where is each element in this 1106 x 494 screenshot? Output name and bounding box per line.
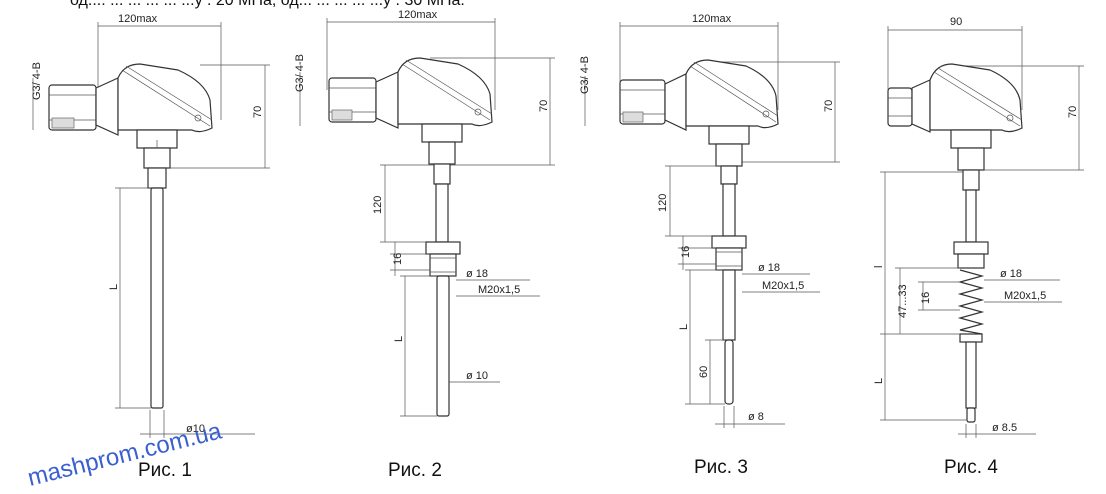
figure-2: 120max 70 G3/ 4-B 120 16 (294, 9, 555, 481)
figure-1: 120max 70 G3/ 4-B L ø10 Рис. 1 (31, 13, 270, 481)
fig1-probe-top (147, 167, 167, 189)
fig3-length-label: L (678, 324, 690, 330)
fig3-probe-tube (722, 269, 736, 341)
fig2-collar (428, 141, 456, 165)
fig3-tip-label: 60 (698, 366, 710, 378)
fig2-diameter-10: ø 10 (466, 370, 488, 382)
fig4-spring (957, 269, 985, 335)
fig4-nut-label: 16 (920, 292, 932, 304)
fig2-base (421, 123, 463, 143)
fig2-caption: Рис. 2 (388, 460, 442, 481)
fig3-probe-tip (724, 339, 734, 405)
fig3-nut-label: 16 (680, 246, 692, 258)
fig4-neck-tube (965, 189, 977, 243)
fig4-diameter-18: ø 18 (1000, 268, 1022, 280)
fig2-diameter-18: ø 18 (466, 268, 488, 280)
fig4-spring-label: 47...33 (897, 284, 909, 318)
fig1-housing (117, 63, 213, 133)
fig4-probe-tip (966, 407, 976, 423)
fig3-base (708, 125, 750, 145)
fig2-length-label: L (393, 336, 405, 342)
fig2-fitting-nut (425, 241, 461, 255)
fig1-height-label: 70 (252, 106, 264, 118)
fig1-width-label: 120max (118, 13, 158, 25)
fig3-thread-m20: M20x1,5 (762, 280, 804, 292)
fig4-probe-tube (965, 341, 977, 409)
fig4-housing (929, 63, 1023, 133)
fig4-base (950, 129, 992, 149)
fig4-caption: Рис. 4 (944, 457, 998, 478)
fig1-probe-tube (150, 187, 164, 409)
fig2-thread-label: G3/ 4-B (294, 54, 306, 92)
fig3-width-label: 120max (692, 13, 732, 25)
fig3-neck-tube (722, 183, 736, 237)
fig1-caption: Рис. 1 (138, 460, 192, 481)
fig3-neck-label: 120 (657, 194, 669, 212)
fig1-thread-label: G3/ 4-B (31, 62, 43, 100)
fig3-diameter-18: ø 18 (758, 262, 780, 274)
fig3-thread (715, 247, 743, 271)
fig4-fitting-nut (953, 241, 989, 255)
fig4-width-label: 90 (950, 16, 962, 28)
watermark: mashprom.com.ua (25, 417, 225, 491)
fig2-height-label: 70 (538, 100, 550, 112)
fig4-diameter-8-5: ø 8.5 (992, 422, 1017, 434)
top-text: од.... ... ... ... ... ...у . 20 МПа, од… (70, 0, 465, 9)
figure-3: 120max 70 G3/ 4-B 120 16 (579, 13, 840, 478)
fig2-thread (429, 253, 457, 277)
fig4-thread-m20: M20x1,5 (1004, 290, 1046, 302)
fig2-probe-tube (436, 275, 450, 417)
fig2-neck-tube (435, 183, 449, 243)
fig3-fitting-nut (711, 235, 747, 249)
fig3-caption: Рис. 3 (694, 457, 748, 478)
fig4-collar (957, 147, 985, 171)
fig2-nut-label: 16 (392, 253, 404, 265)
fig1-collar (143, 147, 171, 169)
fig4-thread (957, 253, 985, 269)
fig2-neck-label: 120 (372, 196, 384, 214)
fig3-collar (715, 143, 743, 167)
fig3-diameter-8: ø 8 (748, 411, 764, 423)
fig4-height-label: 70 (1067, 106, 1079, 118)
fig1-neck (95, 77, 119, 136)
figure-4: 90 70 l L 47...33 (873, 16, 1084, 478)
fig4-hex-nut (887, 87, 913, 127)
fig2-width-label: 120max (398, 9, 438, 21)
fig1-hatch (51, 117, 75, 129)
fig3-thread-label: G3/ 4-B (579, 56, 591, 94)
fig3-height-label: 70 (823, 100, 835, 112)
fig4-upper-label: l (873, 266, 885, 268)
fig1-diameter-label: ø10 (186, 423, 205, 435)
fig3-housing (685, 59, 779, 129)
fig4-length-label: L (873, 378, 885, 384)
fig2-housing (397, 57, 493, 127)
fig2-thread-m20: M20x1,5 (478, 284, 520, 296)
fig1-length-label: L (108, 284, 120, 290)
